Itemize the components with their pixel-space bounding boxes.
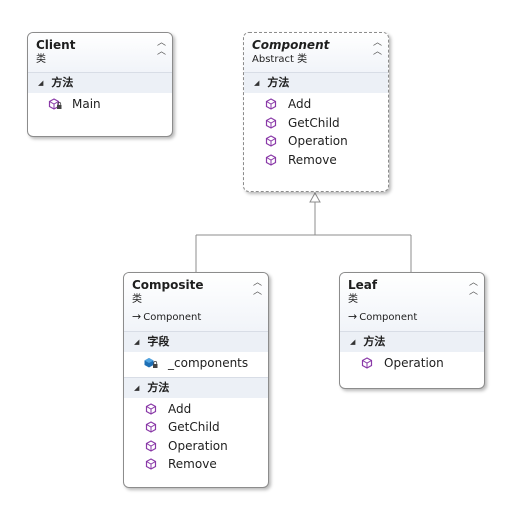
class-client[interactable]: Client 类 ︿︿ ◢ 方法 Main [27,32,173,137]
member-label: Operation [288,134,348,148]
private-method-icon [48,98,62,110]
class-leaf[interactable]: Leaf 类 →Component ︿︿ ◢ 方法 Operation [339,272,485,389]
method-cube-icon [145,402,157,415]
arrow-right-icon: → [132,310,142,323]
class-kind: 类 [36,54,46,65]
member-method-operation[interactable]: Operation [244,132,388,151]
member-method-add[interactable]: Add [244,95,388,114]
section-header-methods[interactable]: ◢ 方法 [244,72,388,93]
member-label: Operation [384,356,444,370]
triangle-expanded-icon: ◢ [254,79,260,87]
member-label: Main [72,97,101,111]
base-type-label: Component [359,312,418,323]
member-label: _components [168,356,249,370]
section-title: 方法 [147,380,170,394]
section-body-methods: Operation [340,352,484,377]
member-method-getchild[interactable]: GetChild [244,114,388,133]
method-cube-icon [145,439,157,452]
method-cube-icon [265,98,277,110]
double-chevron-up-icon[interactable]: ︿︿ [156,38,166,57]
class-name: Client [36,38,76,52]
class-header: Component Abstract 类 ︿︿ [244,33,388,72]
member-label: Add [288,97,312,111]
member-method-operation[interactable]: Operation [124,437,268,456]
class-header: Leaf 类 →Component ︿︿ [340,273,484,331]
section-title: 字段 [147,335,170,348]
member-method-main[interactable]: Main [28,95,172,114]
member-method-remove[interactable]: Remove [244,151,388,170]
class-name: Composite [132,278,204,292]
inheritance-arrow-icon [309,191,321,203]
section-title: 方法 [267,76,290,89]
arrow-right-icon: → [348,310,358,323]
member-method-remove[interactable]: Remove [124,455,268,474]
member-label: GetChild [288,115,340,130]
method-cube-icon [145,458,157,470]
class-name: Component [252,38,330,52]
section-header-methods[interactable]: ◢ 方法 [124,376,268,398]
section-body-methods: Add GetChild Operation [244,93,388,173]
triangle-expanded-icon: ◢ [134,383,140,392]
section-title: 方法 [51,76,74,89]
member-field-components[interactable]: _components [124,354,268,373]
class-header: Client 类 ︿︿ [28,33,172,72]
section-header-fields[interactable]: ◢ 字段 [124,331,268,352]
method-cube-icon [265,135,277,147]
method-cube-icon [361,357,373,369]
triangle-expanded-icon: ◢ [350,338,356,346]
class-name: Leaf [348,278,378,292]
triangle-expanded-icon: ◢ [38,79,44,87]
section-header-methods[interactable]: ◢ 方法 [340,331,484,352]
class-kind: 类 [348,294,358,305]
double-chevron-up-icon[interactable]: ︿︿ [252,278,262,297]
class-kind: Abstract 类 [252,54,308,65]
method-cube-icon [265,153,277,166]
section-body-methods: Add GetChild Operation [124,398,268,478]
member-method-operation[interactable]: Operation [340,354,484,373]
class-base-type: →Component [132,310,260,325]
inheritance-connector[interactable] [195,191,412,272]
private-field-icon [144,358,158,368]
section-header-methods[interactable]: ◢ 方法 [28,72,172,93]
triangle-expanded-icon: ◢ [134,338,140,346]
member-method-add[interactable]: Add [124,400,268,419]
double-chevron-up-icon[interactable]: ︿︿ [468,278,478,297]
class-kind: 类 [132,294,142,305]
member-label: GetChild [168,420,220,434]
class-composite[interactable]: Composite 类 →Component ︿︿ ◢ 字段 _component… [123,272,269,488]
member-method-getchild[interactable]: GetChild [124,418,268,437]
member-label: Add [168,401,192,416]
member-label: Operation [168,438,228,453]
method-cube-icon [265,116,277,129]
member-label: Remove [288,152,337,167]
class-base-type: →Component [348,310,476,325]
section-body-fields: _components [124,352,268,377]
double-chevron-up-icon[interactable]: ︿︿ [372,38,382,57]
section-body-methods: Main [28,93,172,118]
base-type-label: Component [143,312,202,323]
method-cube-icon [145,421,157,433]
class-header: Composite 类 →Component ︿︿ [124,273,268,331]
section-title: 方法 [363,335,386,348]
class-component[interactable]: Component Abstract 类 ︿︿ ◢ 方法 Add GetChild [243,32,389,192]
member-label: Remove [168,457,217,471]
